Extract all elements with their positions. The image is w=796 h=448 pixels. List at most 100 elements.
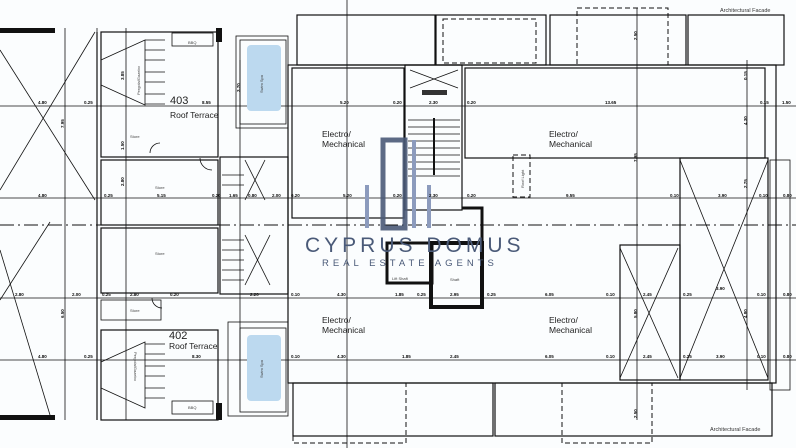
bbq-label: BBQ — [188, 40, 196, 45]
dimensions-lower-row: 2.80 2.00 0.25 2.80 0.20 2.20 0.10 4.30 … — [15, 286, 792, 297]
dimension-label: 4.80 — [38, 193, 47, 198]
dimensions-vertical: 7.95 3.85 1.50 2.80 6.50 2.50 7.95 4.30 … — [60, 31, 748, 418]
watermark-logo — [365, 137, 431, 231]
dimension-label: 0.80 — [783, 193, 792, 198]
dimension-label: 2.30 — [429, 193, 438, 198]
dimension-label: 4.80 — [38, 100, 47, 105]
dimensions-mid-row: 4.80 0.25 5.15 0.20 1.65 0.80 2.00 0.20 … — [38, 193, 792, 198]
dimensions-top-row: 4.80 0.25 8.55 5.20 0.20 2.30 0.20 13.65… — [38, 100, 791, 105]
dimension-label: 1.65 — [229, 193, 238, 198]
dimension-label: 0.20 — [467, 100, 476, 105]
dimension-label: 0.10 — [291, 292, 300, 297]
dimension-label: 2.00 — [72, 292, 81, 297]
facade-label-bottom: Architectural Facade — [710, 427, 760, 433]
dimension-label: 4.30 — [337, 292, 346, 297]
room-name-403: Roof Terrace — [170, 110, 219, 120]
roof-light-label: Roof Light — [520, 169, 525, 188]
dimension-label: 0.25 — [84, 100, 93, 105]
dimension-label: 0.10 — [757, 292, 766, 297]
dimension-label: 5.15 — [157, 193, 166, 198]
dimension-label: 0.20 — [467, 193, 476, 198]
dimension-label: 5.80 — [633, 309, 638, 318]
dimension-label: 3.90 — [716, 286, 725, 291]
terrace-403 — [100, 28, 222, 321]
dimension-label: 0.25 — [487, 292, 496, 297]
main-building — [287, 64, 791, 391]
dimension-label: 8.55 — [202, 100, 211, 105]
dimension-label: 2.45 — [643, 292, 652, 297]
dimension-label: 0.25 — [84, 354, 93, 359]
store-label: Store — [155, 185, 165, 190]
dimension-label: 0.25 — [683, 354, 692, 359]
dimension-label: 0.10 — [606, 354, 615, 359]
dimension-label: 2.80 — [130, 292, 139, 297]
dimension-label: 3.90 — [716, 354, 725, 359]
dimension-label: 0.25 — [417, 292, 426, 297]
dimension-label: 3.90 — [718, 193, 727, 198]
watermark-tagline: REAL ESTATE AGENTS — [322, 258, 498, 269]
store-label: Store — [130, 134, 140, 139]
dimension-label: 0.15 — [760, 100, 769, 105]
facade-bottom — [292, 382, 773, 444]
dimension-label: 2.80 — [120, 177, 125, 186]
dimension-label: 7.95 — [633, 153, 638, 162]
dimension-label: 2.20 — [250, 292, 259, 297]
dimension-label: 5.20 — [343, 193, 352, 198]
pergola-label: Pergola/Gazebo — [133, 352, 138, 382]
store-label: Store — [155, 251, 165, 256]
pergola-label: Pergola/Gazebo — [136, 65, 141, 95]
dimension-label: 1.85 — [395, 292, 404, 297]
room-label: Mechanical — [322, 139, 365, 149]
swim-spa-label: Swim Spa — [259, 74, 264, 93]
dimension-label: 4.80 — [38, 354, 47, 359]
bbq-label: BBQ — [188, 405, 196, 410]
dimension-label: 0.20 — [393, 193, 402, 198]
dimension-label: 3.85 — [120, 71, 125, 80]
room-name-402: Roof Terrace — [169, 341, 218, 351]
dimension-label: 2.50 — [633, 409, 638, 418]
dimension-label: 6.05 — [545, 292, 554, 297]
room-label: Electro/ — [549, 129, 578, 139]
room-label: Electro/ — [322, 315, 351, 325]
dimension-label: 4.30 — [743, 116, 748, 125]
room-label: Mechanical — [549, 325, 592, 335]
dimension-label: 0.10 — [291, 354, 300, 359]
dimension-label: 0.10 — [606, 292, 615, 297]
dimension-label: 5.20 — [340, 100, 349, 105]
dimension-label: 0.20 — [291, 193, 300, 198]
room-label: Mechanical — [322, 325, 365, 335]
dimension-label: 2.30 — [429, 100, 438, 105]
dimension-label: 2.95 — [450, 292, 459, 297]
room-number-403: 403 — [170, 95, 188, 107]
dimension-label: 0.10 — [757, 354, 766, 359]
dimension-label: 2.45 — [643, 354, 652, 359]
dimension-label: 7.95 — [60, 119, 65, 128]
dimension-label: 2.45 — [450, 354, 459, 359]
watermark-brand: CYPRUS DOMUS — [305, 234, 525, 257]
swim-spa-label: Swim Spa — [259, 359, 264, 378]
shaft-label: Shaft — [450, 277, 460, 282]
dimension-label: 0.20 — [393, 100, 402, 105]
dimension-label: 2.00 — [272, 193, 281, 198]
dimension-label: 2.50 — [633, 31, 638, 40]
dimension-label: 0.80 — [783, 354, 792, 359]
room-label: Mechanical — [549, 139, 592, 149]
dimension-label: 6.05 — [545, 354, 554, 359]
room-number-402: 402 — [169, 330, 187, 342]
store-label: Store — [130, 308, 140, 313]
terrace-402 — [100, 329, 222, 421]
dimension-label: 6.50 — [60, 309, 65, 318]
dimension-label: 1.50 — [782, 100, 791, 105]
facade-top — [296, 7, 785, 66]
dimension-label: 0.15 — [743, 71, 748, 80]
dimension-label: 0.80 — [248, 193, 257, 198]
dimension-label: 0.25 — [683, 292, 692, 297]
dimension-label: 4.80 — [743, 309, 748, 318]
dimension-label: 1.50 — [120, 141, 125, 150]
dimension-label: 0.25 — [104, 193, 113, 198]
facade-label-top: Architectural Facade — [720, 8, 770, 14]
dimension-label: 9.55 — [566, 193, 575, 198]
swim-spa-bottom — [227, 321, 289, 417]
